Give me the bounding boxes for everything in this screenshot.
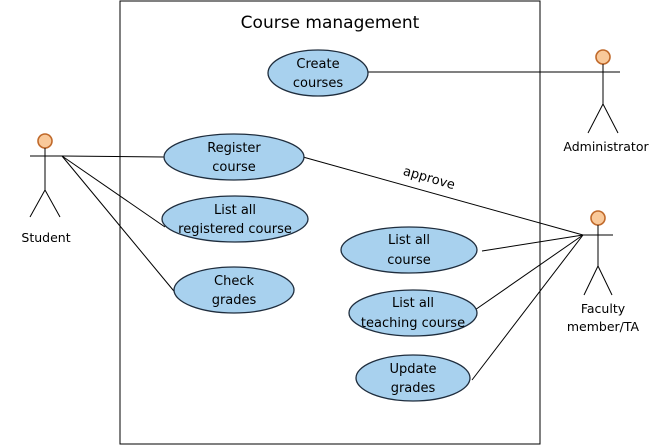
actor-faculty-head: [590, 210, 606, 226]
usecase-update-grades: Update grades: [355, 354, 471, 402]
svg-text:Check: Check: [214, 274, 254, 289]
usecase-create-courses: Create courses: [267, 49, 369, 97]
assoc-student-check-grades: [61, 155, 179, 297]
assoc-register-course-faculty: [302, 156, 584, 236]
usecase-list-teaching-course: List all teaching course: [348, 289, 478, 337]
usecase-register-course: Register course: [163, 133, 305, 181]
actor-student-label: Student: [21, 230, 70, 245]
svg-text:registered course: registered course: [178, 222, 292, 237]
actor-faculty-label-1: Faculty: [581, 301, 626, 316]
svg-text:grades: grades: [391, 381, 436, 396]
svg-text:Register: Register: [207, 141, 261, 156]
approve-label: approve: [401, 164, 456, 193]
actor-administrator: Administrator: [563, 49, 649, 154]
system-title: Course management: [241, 13, 420, 33]
svg-text:List all: List all: [392, 296, 434, 311]
actor-administrator-label: Administrator: [563, 139, 649, 154]
svg-text:course: course: [387, 253, 430, 268]
svg-text:Create: Create: [296, 57, 339, 72]
actor-student: Student: [21, 133, 71, 245]
usecase-list-registered-course: List all registered course: [161, 195, 309, 243]
actor-administrator-head: [595, 49, 611, 65]
svg-text:Update: Update: [389, 362, 436, 377]
svg-text:List all: List all: [388, 233, 430, 248]
system-boundary: [119, 0, 541, 445]
usecase-list-all-course: List all course: [340, 226, 478, 274]
actor-student-head: [37, 133, 53, 149]
usecase-check-grades: Check grades: [173, 266, 295, 314]
svg-text:List all: List all: [214, 203, 256, 218]
assoc-faculty-update-grades: [471, 234, 584, 381]
assoc-student-list-registered: [61, 155, 166, 228]
assoc-student-register-course: [61, 155, 165, 158]
svg-text:courses: courses: [293, 76, 343, 91]
svg-text:course: course: [212, 160, 255, 175]
assoc-faculty-list-teaching: [471, 234, 584, 313]
svg-text:teaching course: teaching course: [361, 316, 465, 331]
actor-faculty: Faculty member/TA: [567, 210, 640, 334]
actor-faculty-label-2: member/TA: [567, 319, 640, 334]
svg-text:grades: grades: [212, 293, 257, 308]
assoc-faculty-list-all-course: [481, 234, 584, 252]
associations: [61, 71, 620, 381]
